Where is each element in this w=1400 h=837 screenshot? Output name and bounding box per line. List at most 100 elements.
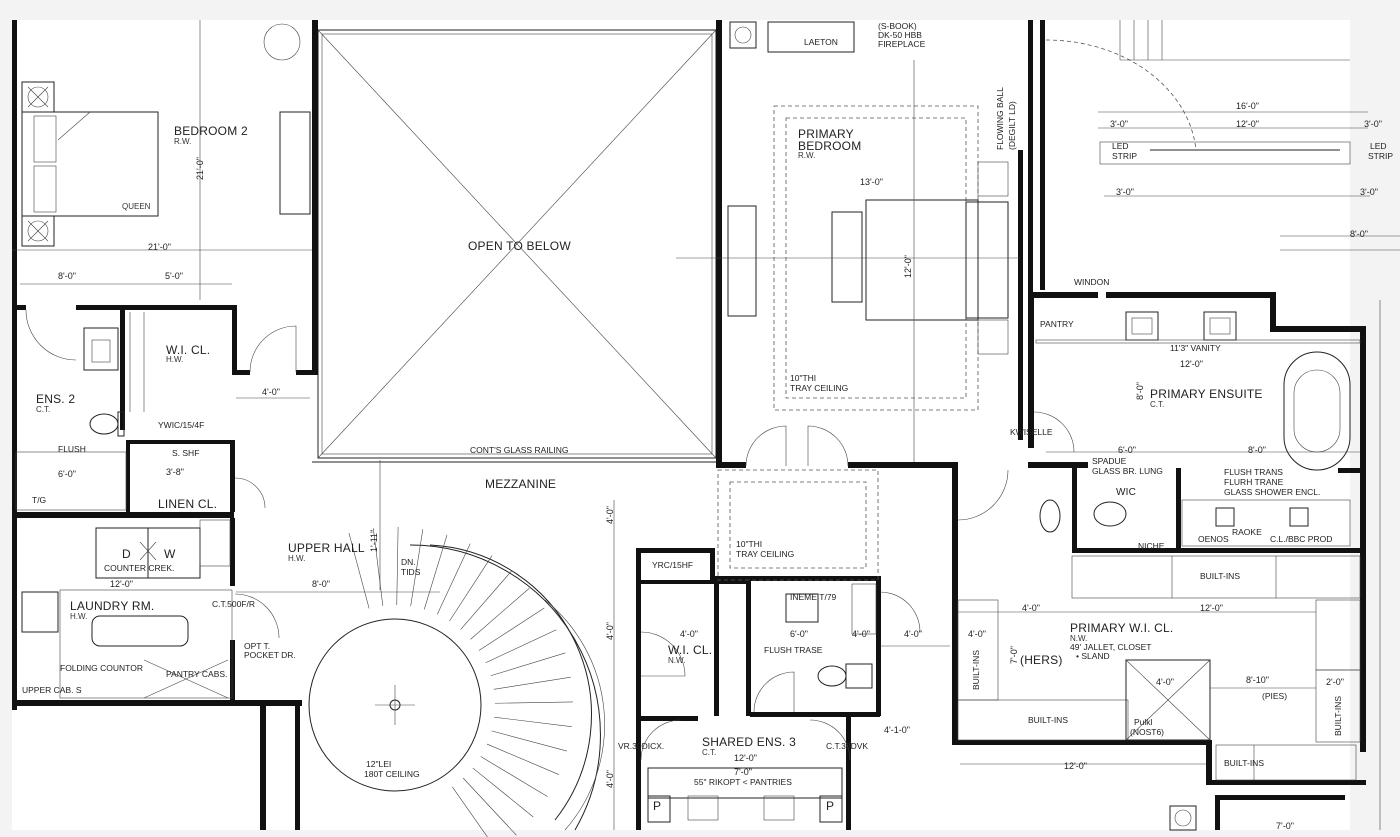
spiral-ceiling-b: 180T CEILING xyxy=(364,769,420,779)
dim-8ft-10: 8'-10" xyxy=(1246,675,1269,685)
primary-bedroom-label-1: PRIMARY xyxy=(798,127,854,141)
mezzanine-label: MEZZANINE xyxy=(485,477,557,491)
upper-hall-label: UPPER HALL xyxy=(288,541,365,555)
laundry-floor-note: C.T.500F/R xyxy=(212,599,255,609)
dim-8ft-right: 8'-0" xyxy=(1350,229,1368,239)
dim-6ft-ens2: 6'-0" xyxy=(58,469,76,479)
dim-3ft-top-right: 3'-0" xyxy=(1364,119,1382,129)
sshf-note: S. SHF xyxy=(172,448,200,458)
primary-wicl-note-1: 49' JALLET, CLOSET xyxy=(1070,642,1152,652)
led-strip-left-b: STRIP xyxy=(1112,151,1138,161)
dim-4ft-right: 4'-0" xyxy=(904,629,922,639)
ywic-note: YWIC/15/4F xyxy=(158,420,205,430)
primary-bedroom-furniture xyxy=(676,21,1020,462)
dim-4ft-hall: 4'-0" xyxy=(262,387,280,397)
primary-bedroom-floor: R.W. xyxy=(798,151,816,160)
dim-12ft-wicl: 12'-0" xyxy=(1200,603,1223,613)
queen-bed-label: QUEEN xyxy=(122,202,151,211)
dim-1ft-11: 1'-11" xyxy=(369,529,379,552)
led-strip-left-a: LED xyxy=(1112,141,1129,151)
led-strip-right-b: STRIP xyxy=(1368,151,1394,161)
dim-6ft-ensuite: 6'-0" xyxy=(1118,445,1136,455)
raoke-note: RAOKE xyxy=(1232,527,1262,537)
builtins-right: BUILT-INS xyxy=(1333,696,1343,736)
builtins-lower: BUILT-INS xyxy=(1224,758,1264,768)
shower-note-a: FLUSH TRANS xyxy=(1224,467,1283,477)
ct-note: C.T.30DVK xyxy=(826,741,869,751)
vanity-note: 11'3" VANITY xyxy=(1170,343,1221,353)
flush-note: FLUSH xyxy=(58,444,86,454)
bedroom2-floor: R.W. xyxy=(174,137,192,146)
vr-note: VR.30DICX. xyxy=(618,741,665,751)
bedroom2-furniture xyxy=(12,20,312,300)
wic-label: WIC xyxy=(1116,487,1137,498)
laundry-label: LAUNDRY RM. xyxy=(70,599,155,613)
dim-12ft-ensuite: 12'-0" xyxy=(1180,359,1203,369)
dim-8ft-ensuite-b: 8'-0" xyxy=(1248,445,1266,455)
tray-ceiling-mid-a: 10"THI xyxy=(736,539,763,549)
upper-cab-note: UPPER CAB. S xyxy=(22,685,82,695)
primary-bedroom-label-2: BEDROOM xyxy=(798,139,862,153)
oenos-note: OENOS xyxy=(1198,534,1229,544)
inemet-note: INEME.T/79 xyxy=(790,592,837,602)
primary-ensuite-fixtures xyxy=(1035,141,1361,547)
dim-3ft-bottom-left: 3'-0" xyxy=(1116,187,1134,197)
dim-12ft-bed: 12'-0" xyxy=(903,255,913,278)
door-swings xyxy=(25,39,1197,713)
window-note: WINDON xyxy=(1074,277,1110,287)
flowing-ball-note-a: FLOWING BALL xyxy=(995,87,1005,150)
dim-4ft-mid-2: 4'-0" xyxy=(605,622,615,640)
primary-wicl-note-2: • SLAND xyxy=(1076,651,1110,661)
pantry-cabs-note: PANTRY CABS. xyxy=(166,669,228,679)
dim-8ft-left: 8'-0" xyxy=(58,271,76,281)
dim-4ft-mid-3: 4'-0" xyxy=(605,770,615,788)
dim-7ft-wicl-left: 7'-0" xyxy=(1009,646,1019,664)
dim-6ft-mid: 6'-0" xyxy=(790,629,808,639)
wicl-mid-floor: N.W. xyxy=(668,656,686,665)
dw-d-label: D xyxy=(122,547,131,561)
dim-bedroom2-width: 21'-0" xyxy=(148,242,171,252)
dim-7ft-ens3: 7'-0" xyxy=(734,767,752,777)
dim-3ft-8: 3'-8" xyxy=(166,467,184,477)
tray-ceiling-primary-b: TRAY CEILING xyxy=(790,383,849,393)
fireplace-note-b: DK-50 HBB xyxy=(878,30,922,40)
dim-4ft-1: 4'-1-0" xyxy=(884,725,910,735)
dim-12ft-bottom: 12'-0" xyxy=(1064,761,1087,771)
pocket-door-note: OPT T. POCKET DR. xyxy=(244,641,296,660)
pantries-note: 55" RIKOPT < PANTRIES xyxy=(694,777,792,787)
dim-13ft: 13'-0" xyxy=(860,177,883,187)
flow-left-note: T/G xyxy=(32,495,47,505)
dim-8ft-hall: 8'-0" xyxy=(312,579,330,589)
wicl-left-label: W.I. CL. xyxy=(166,343,211,357)
hers-label: (HERS) xyxy=(1020,653,1063,667)
middle-rooms-fixtures xyxy=(640,469,879,823)
primary-wicl-label: PRIMARY W.I. CL. xyxy=(1070,621,1174,635)
dn-note-2: TIDS xyxy=(401,567,421,577)
led-strip-right-a: LED xyxy=(1370,141,1387,151)
dim-bedroom2-depth: 21'-0" xyxy=(195,157,205,180)
builtins-top: BUILT-INS xyxy=(1200,571,1240,581)
ens2-fixtures xyxy=(15,312,145,511)
pantry-label: PANTRY xyxy=(1040,319,1074,329)
fireplace-note-c: FIREPLACE xyxy=(878,39,926,49)
dim-4ft-wicl: 4'-0" xyxy=(1022,603,1040,613)
dim-8ft-ensuite: 8'-0" xyxy=(1135,382,1145,400)
open-to-below-label: OPEN TO BELOW xyxy=(468,239,571,253)
dim-12ft-laundry: 12'-0" xyxy=(110,579,133,589)
spadue-note-b: GLASS BR. LUNG xyxy=(1092,466,1163,476)
primary-wicl-floor: N.W. xyxy=(1070,634,1088,643)
prod-note: C.L./BBC PROD xyxy=(1270,534,1333,544)
pulkl-note-b: (NOST6) xyxy=(1130,727,1164,737)
pulkl-note-a: Pulkl xyxy=(1134,717,1153,727)
spiral-ceiling-a: 12"LEI xyxy=(366,759,392,769)
kwiselle-note: KWISELLE xyxy=(1010,427,1053,437)
dim-4ft-wicl-left: 4'-0" xyxy=(968,629,986,639)
dim-4ft-wicl-mid: 4'-0" xyxy=(680,629,698,639)
linen-label: LINEN CL. xyxy=(158,497,218,511)
wicl-mid-label: W.I. CL. xyxy=(668,643,713,657)
dim-16ft: 16'-0" xyxy=(1236,101,1259,111)
shared-ens3-label: SHARED ENS. 3 xyxy=(702,735,796,749)
bedroom2-label: BEDROOM 2 xyxy=(174,124,248,138)
pantry-p-left: P xyxy=(653,799,662,813)
